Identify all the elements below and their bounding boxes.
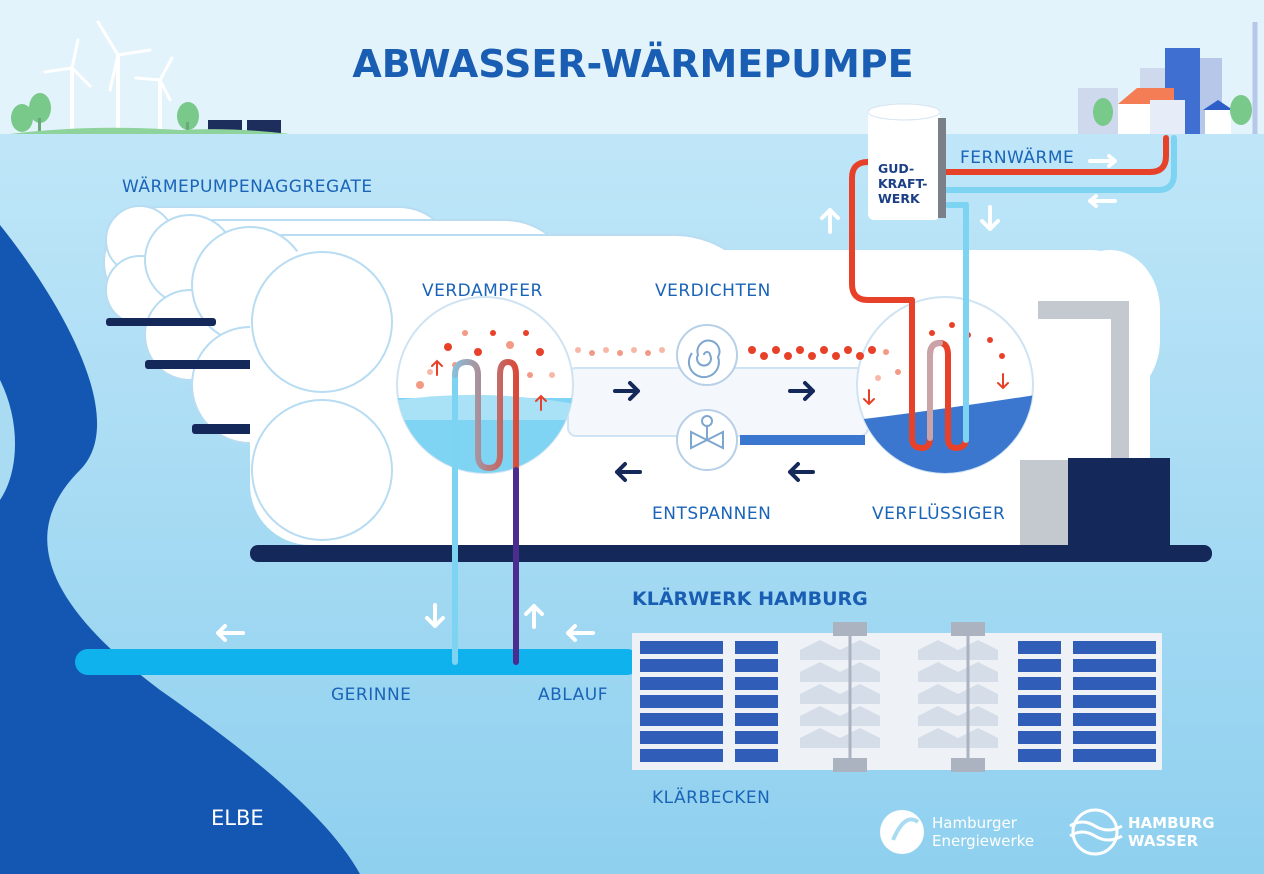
arrow-down-icon: [425, 603, 445, 628]
compressor-icon: [676, 324, 738, 386]
condenser-coil: [909, 202, 969, 452]
label-expand: ENTSPANNEN: [652, 504, 771, 524]
white-flow-arrows: [216, 154, 1117, 642]
logo-heg-line2: Energiewerke: [932, 832, 1034, 850]
label-outflow: ABLAUF: [538, 685, 608, 705]
logo-hw-line2: WASSER: [1128, 832, 1199, 850]
wind-turbines-icon: [43, 20, 174, 132]
expansion-valve-icon: [676, 409, 738, 471]
arrow-up-icon: [524, 604, 544, 629]
label-aggregates: WÄRMEPUMPENAGGREGATE: [122, 176, 373, 197]
vapor-bubbles: [416, 322, 1005, 389]
label-plant-line2: KRAFT-: [878, 176, 927, 191]
channel-gerinne: [75, 649, 640, 675]
label-evaporator: VERDAMPFER: [422, 281, 543, 301]
treatment-plant: [632, 622, 1162, 772]
arrow-down-icon: [980, 205, 1000, 231]
logo-hw-line1: HAMBURG: [1128, 814, 1215, 832]
label-plant-line1: GUD-: [878, 161, 914, 176]
label-channel: GERINNE: [331, 685, 411, 705]
arrow-up-icon: [820, 208, 840, 234]
label-condenser: VERFLÜSSIGER: [872, 502, 1005, 524]
river-bank: [0, 380, 15, 500]
district-heat-pipes: [849, 135, 1177, 303]
arrow-right-icon: [788, 381, 815, 401]
arrow-right-icon: [613, 381, 640, 401]
label-river: ELBE: [211, 806, 264, 830]
sky: [0, 0, 1264, 135]
arrow-left-icon: [566, 624, 595, 642]
unit-base: [250, 545, 1212, 562]
label-basins: KLÄRBECKEN: [652, 787, 770, 808]
hamburger-energiewerke-logo: Hamburger Energiewerke: [880, 810, 1034, 854]
hamburg-wasser-logo: HAMBURG WASSER: [1069, 808, 1215, 856]
city-skyline-icon: [1078, 22, 1258, 134]
page-title: ABWASSER-WÄRMEPUMPE: [352, 42, 913, 86]
green-hill: [10, 127, 290, 134]
arrow-left-icon: [216, 624, 245, 642]
arrow-right-icon: [1088, 154, 1117, 168]
arrow-left-icon: [615, 462, 642, 482]
trees-icon: [11, 93, 199, 132]
label-district-heat: FERNWÄRME: [960, 147, 1074, 168]
flow-arrows: [613, 381, 815, 482]
small-red-arrows: [431, 359, 1009, 411]
logo-heg-line1: Hamburger: [932, 814, 1018, 832]
label-treatment-plant: KLÄRWERK HAMBURG: [632, 586, 868, 610]
arrow-left-icon: [1088, 194, 1117, 208]
label-compress: VERDICHTEN: [655, 281, 771, 301]
river-elbe: [0, 225, 360, 874]
arrow-left-icon: [788, 462, 815, 482]
label-plant-line3: WERK: [878, 191, 921, 206]
gud-power-plant: [867, 103, 946, 220]
